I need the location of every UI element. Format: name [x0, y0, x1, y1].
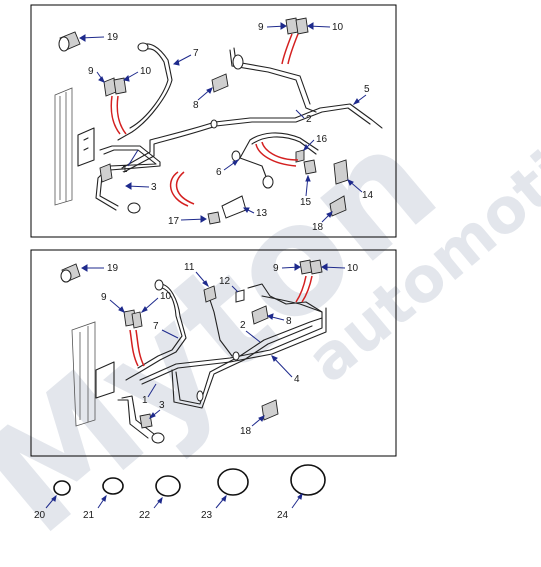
callout-1-bottom: 1 [142, 395, 148, 406]
callout-22: 22 [139, 510, 151, 521]
part-8-bottom [251, 305, 269, 325]
callout-10-bottom: 10 [160, 291, 172, 302]
callout-5: 5 [364, 84, 370, 95]
pipe-4 [139, 295, 323, 381]
callout-17: 17 [168, 216, 180, 227]
seal-ring-24 [290, 464, 326, 496]
pipe-1 [99, 145, 161, 207]
seal-ring-22 [155, 475, 181, 497]
part-12 [235, 289, 245, 303]
callout-10-bottom-right: 10 [347, 263, 359, 274]
callout-2-bottom: 2 [240, 320, 246, 331]
callout-13: 13 [256, 208, 268, 219]
part-8 [211, 73, 229, 93]
clip-9-10-bottom-left [123, 309, 143, 329]
callout-15: 15 [300, 197, 312, 208]
seal-ring-20 [53, 480, 71, 496]
callout-3: 3 [151, 182, 157, 193]
callout-21: 21 [83, 510, 95, 521]
red-highlights-bottom [129, 275, 313, 367]
red-highlights-top [110, 33, 299, 207]
callout-8: 8 [193, 100, 199, 111]
panel-top-frame [30, 4, 397, 238]
callout-20: 20 [34, 510, 46, 521]
clip-9-10-right [285, 17, 309, 35]
callout-9: 9 [88, 66, 94, 77]
callout-18-top: 18 [312, 222, 324, 233]
callout-4: 4 [294, 374, 300, 385]
callout-3-bottom: 3 [159, 400, 165, 411]
callout-23: 23 [201, 510, 213, 521]
pipe-6 [239, 132, 319, 183]
callout-9-bottom-right: 9 [273, 263, 279, 274]
callout-9-bottom: 9 [101, 292, 107, 303]
diagram-panel-bottom: 19 11 12 9 10 9 10 8 7 2 4 1 3 [30, 249, 397, 457]
callout-8-bottom: 8 [286, 316, 292, 327]
part-15 [303, 159, 317, 175]
diagram-panel-top: 19 9 10 7 8 9 10 2 5 16 6 1 3 [30, 4, 397, 238]
callouts-top: 19 9 10 7 8 9 10 2 5 16 6 1 3 [79, 22, 374, 233]
mounting-bracket [54, 87, 95, 206]
pipe-2 [121, 103, 383, 169]
callout-16: 16 [316, 134, 328, 145]
clip-9-10-bottom-right [299, 259, 323, 275]
callout-10-top-right: 10 [332, 22, 344, 33]
connector-19-bottom [60, 263, 81, 283]
callouts-bottom: 19 11 12 9 10 9 10 8 7 2 4 1 3 [81, 262, 359, 437]
callout-2: 2 [306, 114, 312, 125]
callout-7: 7 [193, 48, 199, 59]
callout-1: 1 [122, 164, 128, 175]
mounting-bracket-bottom [71, 321, 115, 427]
pipe-7 [117, 43, 173, 141]
callout-18-bottom: 18 [240, 426, 252, 437]
part-14 [333, 159, 349, 185]
seal-ring-23 [217, 468, 249, 496]
callout-12: 12 [219, 276, 231, 287]
callout-9-top-right: 9 [258, 22, 264, 33]
panel-bottom-frame [30, 249, 397, 457]
callout-11: 11 [184, 262, 195, 273]
callout-7-bottom: 7 [153, 321, 159, 332]
pipe-7-bottom [125, 283, 187, 381]
callout-14: 14 [362, 190, 374, 201]
callout-24: 24 [277, 510, 289, 521]
callout-19: 19 [107, 32, 119, 43]
connector-19 [58, 31, 81, 52]
pipe-2-bottom [175, 317, 323, 405]
part-18-bottom [261, 399, 279, 421]
seal-rings: 20 21 22 23 24 [34, 464, 326, 521]
watermark: Myton automotive [0, 84, 541, 567]
callout-10: 10 [140, 66, 152, 77]
part-16 [295, 149, 305, 163]
callout-6: 6 [216, 167, 222, 178]
clip-9-10-left [103, 77, 127, 97]
seal-ring-21 [102, 477, 124, 495]
callout-19-bottom: 19 [107, 263, 119, 274]
part-11 [203, 285, 217, 303]
